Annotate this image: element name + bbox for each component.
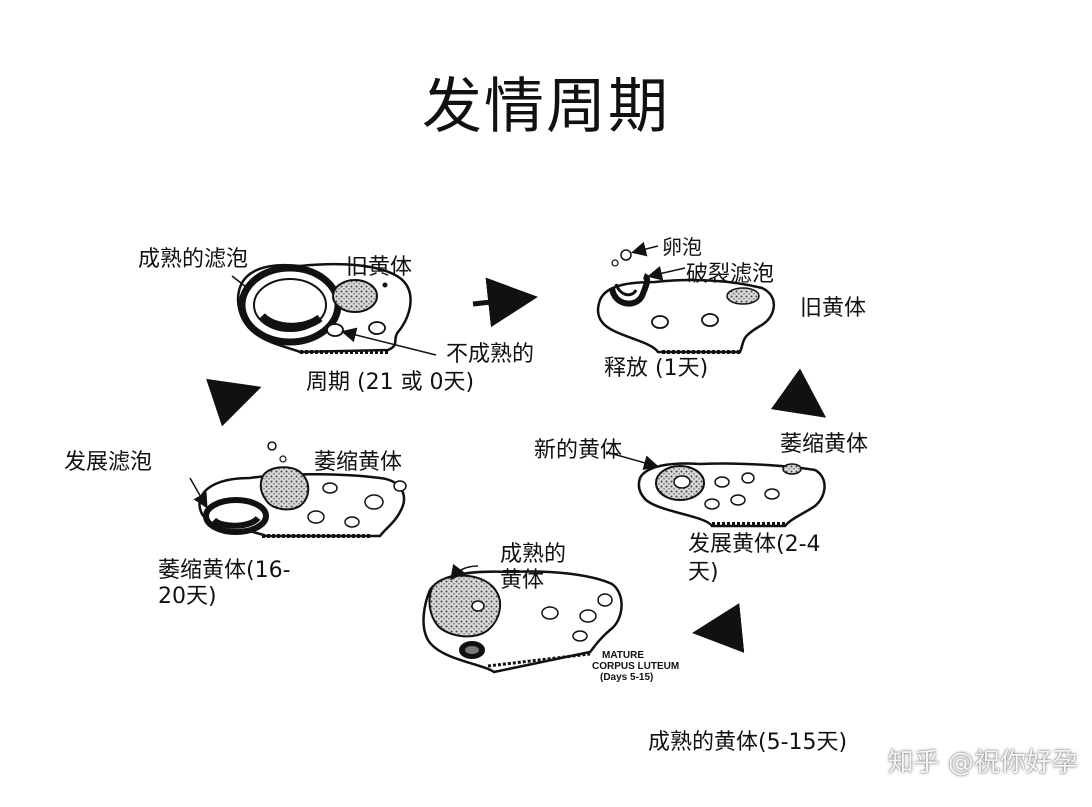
- label-developing-cl-line2: 天): [688, 560, 719, 585]
- ruptured-follicle-shape: [609, 273, 651, 307]
- ovary-middle-right: [605, 451, 826, 528]
- cycle-arrow-1: [472, 277, 538, 328]
- label-en-mature: MATURE: [602, 650, 645, 661]
- label-cycle-21-or-0: 周期 (21 或 0天): [306, 370, 475, 395]
- label-developing-cl-line1: 发展黄体(2-4: [688, 532, 821, 557]
- ovary-left: [189, 441, 407, 538]
- cycle-arrow-2: [770, 368, 827, 418]
- label-release-1-day: 释放 (1天): [604, 356, 709, 381]
- old-corpus-luteum-shape: [332, 279, 378, 313]
- cycle-arrow-4: [206, 378, 262, 427]
- label-atrophic-line1: 萎缩黄体(16-: [158, 558, 291, 583]
- label-ruptured-follicle: 破裂滤泡: [686, 262, 775, 287]
- label-mature-cl-caption: 成熟的黄体(5-15天): [648, 730, 848, 755]
- label-mature-cl-line1: 成熟的: [500, 542, 567, 567]
- label-atrophic-line2: 20天): [158, 584, 217, 609]
- label-atrophic-corpus-luteum-2: 萎缩黄体: [314, 450, 403, 475]
- mature-corpus-luteum-shape: [428, 574, 502, 638]
- egg-shape: [620, 249, 632, 261]
- label-egg: 卵泡: [662, 235, 702, 259]
- page-title: 发情周期: [422, 72, 670, 142]
- ovary-bottom-center: [422, 563, 623, 674]
- label-en-days: (Days 5-15): [600, 672, 654, 683]
- label-immature: 不成熟的: [446, 342, 535, 367]
- cycle-arrow-3: [692, 603, 745, 653]
- atrophic-corpus-luteum-shape: [259, 466, 310, 511]
- label-atrophic-corpus-luteum-1: 萎缩黄体: [780, 432, 869, 457]
- label-mature-follicle: 成熟的滤泡: [138, 247, 249, 272]
- watermark: 知乎 @祝你好孕: [887, 748, 1078, 778]
- label-en-corpus-luteum: CORPUS LUTEUM: [592, 661, 680, 672]
- label-old-corpus-luteum-2: 旧黄体: [800, 296, 867, 321]
- label-new-corpus-luteum: 新的黄体: [534, 438, 623, 463]
- ovary-top-left: [231, 262, 437, 356]
- label-old-corpus-luteum-1: 旧黄体: [346, 255, 413, 280]
- label-mature-cl-line2: 黄体: [500, 568, 545, 593]
- label-developing-follicle: 发展滤泡: [64, 450, 153, 475]
- ovary-top-right: [596, 241, 775, 354]
